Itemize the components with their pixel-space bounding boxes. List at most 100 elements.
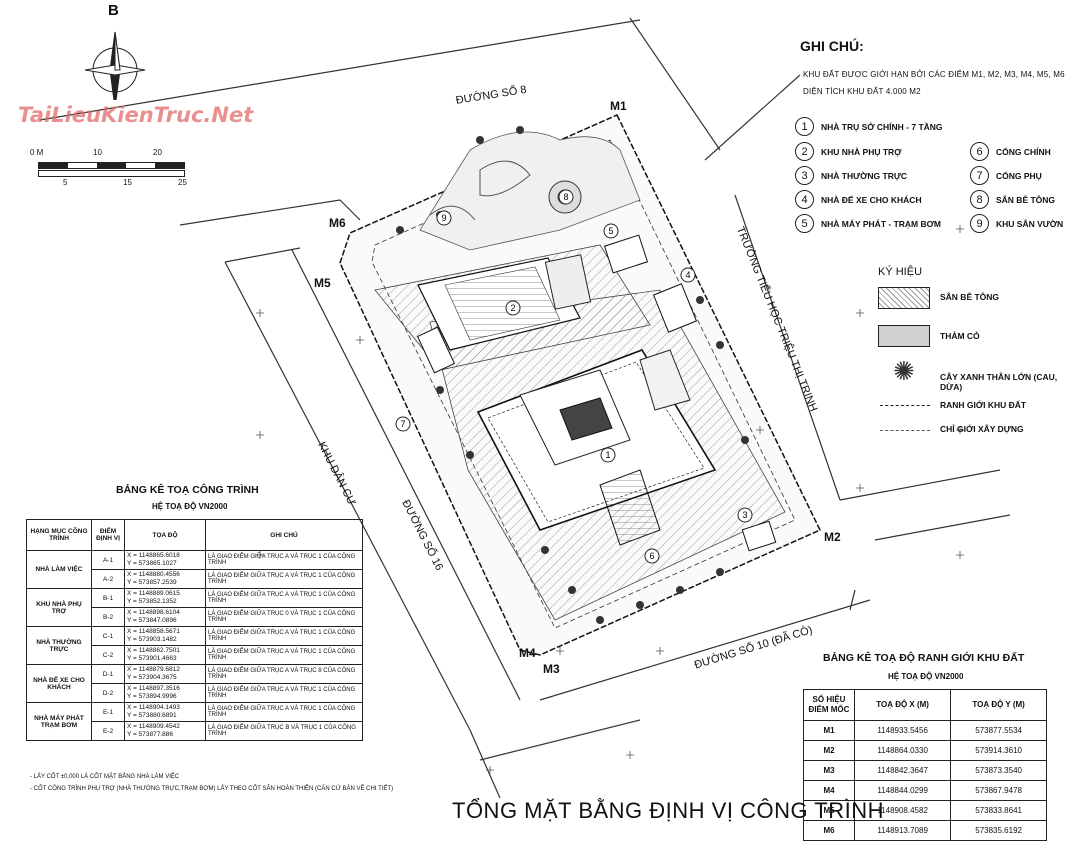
legend-label: NHÀ THƯỜNG TRỰC: [821, 170, 908, 181]
note: LÀ GIAO ĐIỂM GIỮA TRỤC A VÀ TRỤC 1 CỦA C…: [205, 626, 363, 646]
scale-label: 5: [63, 178, 68, 187]
watermark: TaiLieuKienTruc.Net: [18, 103, 254, 127]
legend-item-6: 6 CỔNG CHÍNH: [970, 142, 1051, 161]
note: LÀ GIAO ĐIỂM GIỮA TRỤC A VÀ TRỤC 1 CỦA C…: [205, 683, 363, 703]
coord-x: X = 1148862.7501: [127, 647, 180, 654]
footnote: - LẤY CỐT ±0,000 LÀ CỐT MẶT BẰNG NHÀ LÀM…: [30, 774, 180, 780]
coord-y: Y = 573847.0896: [127, 617, 177, 624]
col-header: TOẠ ĐỘ X (M): [853, 689, 952, 721]
svg-text:4: 4: [685, 270, 690, 280]
point-id: C-1: [91, 626, 125, 646]
coord-x: X = 1148858.5671: [127, 628, 180, 635]
building-guest-parking: [652, 283, 698, 333]
coord-x: 1148933.5456: [853, 720, 952, 741]
marker-m6: M6: [329, 216, 346, 230]
boundary-table-subtitle: HỆ TOẠ ĐỘ VN2000: [888, 672, 964, 681]
svg-text:2: 2: [510, 303, 515, 313]
group-name: NHÀ ĐỂ XE CHO KHÁCH: [26, 664, 92, 703]
symbol-label: RANH GIỚI KHU ĐẤT: [940, 400, 1027, 410]
col-header: HẠNG MỤC CÔNG TRÌNH: [26, 519, 92, 551]
construction-table-subtitle: HỆ TOẠ ĐỘ VN2000: [152, 502, 228, 511]
col-header: TỌA ĐỘ: [124, 519, 206, 551]
svg-text:8: 8: [563, 192, 568, 202]
symbol-label: SÂN BÊ TÔNG: [940, 292, 1000, 302]
notes-title: GHI CHÚ:: [800, 38, 864, 54]
legend-label: NHÀ ĐỂ XE CHO KHÁCH: [821, 194, 922, 205]
col-header: TOẠ ĐỘ Y (M): [950, 689, 1047, 721]
legend-label: CỔNG CHÍNH: [996, 146, 1051, 157]
note: LÀ GIAO ĐIỂM GIỮA TRỤC A VÀ TRỤC 1 CỦA C…: [205, 588, 363, 608]
grass-swatch: [878, 325, 930, 347]
north-arrow: B: [80, 2, 150, 109]
coord-x: 1148864.0330: [853, 740, 952, 761]
svg-text:9: 9: [441, 213, 446, 223]
scale-label: 25: [178, 178, 187, 187]
marker-m3: M3: [543, 662, 560, 676]
scale-label: 20: [153, 148, 162, 157]
north-label: B: [108, 2, 119, 19]
coord-x: X = 1148865.6018: [127, 552, 180, 559]
coord-y: Y = 573904.3675: [127, 674, 177, 681]
coord-y: 573873.3540: [950, 760, 1047, 781]
legend-number: 6: [970, 142, 989, 161]
point-id: B-1: [91, 588, 125, 608]
coord-y: 573914.3610: [950, 740, 1047, 761]
legend-number: 3: [795, 166, 814, 185]
coord-y: 573833.8641: [950, 800, 1047, 821]
boundary-table: SỐ HIỆU ĐIỂM MỐC TOẠ ĐỘ X (M) TOẠ ĐỘ Y (…: [803, 689, 1047, 841]
coord-x: X = 1148897.3516: [127, 685, 180, 692]
construction-table-title: BẢNG KÊ TOẠ CÔNG TRÌNH: [116, 484, 259, 496]
coord-y: Y = 573865.1027: [127, 560, 177, 567]
drawing-title: TỔNG MẶT BẰNG ĐỊNH VỊ CÔNG TRÌNH: [452, 798, 884, 823]
coord-x: X = 1148880.4556: [127, 571, 180, 578]
boundary-table-title: BẢNG KÊ TOẠ ĐỘ RANH GIỚI KHU ĐẤT: [823, 652, 1025, 664]
coord-y: Y = 573880.6891: [127, 712, 177, 719]
tree-icon: ✺: [893, 356, 915, 386]
scale-label: 0 M: [30, 148, 44, 157]
group-name: KHU NHÀ PHỤ TRỢ: [26, 588, 92, 627]
point-id: M3: [803, 760, 855, 781]
point-id: A-1: [91, 550, 125, 570]
legend-label: NHÀ MÁY PHÁT - TRẠM BƠM: [821, 218, 941, 229]
note: LÀ GIAO ĐIỂM GIỮA TRỤC A VÀ TRỤC 1 CỦA C…: [205, 645, 363, 665]
svg-text:5: 5: [608, 226, 613, 236]
building-pump: [603, 234, 649, 274]
building-guard: [741, 520, 777, 552]
point-id: E-1: [91, 702, 125, 722]
legend-label: CỔNG PHỤ: [996, 170, 1042, 181]
point-id: D-1: [91, 664, 125, 684]
legend-label: KHU NHÀ PHỤ TRỢ: [821, 146, 902, 157]
group-name: NHÀ LÀM VIỆC: [26, 550, 92, 589]
symbol-label: CÂY XANH THÂN LỚN (CAU, DỪA): [940, 372, 1058, 392]
marker-m5: M5: [314, 276, 331, 290]
legend-number: 5: [795, 214, 814, 233]
svg-text:7: 7: [400, 419, 405, 429]
coord-x: X = 1148904.1493: [127, 704, 180, 711]
build-line-swatch: [880, 430, 930, 431]
building-main: [476, 349, 717, 546]
coord-y: Y = 573877.886: [127, 731, 173, 738]
note: LÀ GIAO ĐIỂM GIỮA TRỤC A VÀ TRỤC 8 CỦA C…: [205, 664, 363, 684]
group-name: NHÀ MÁY PHÁT TRẠM BƠM: [26, 702, 92, 741]
